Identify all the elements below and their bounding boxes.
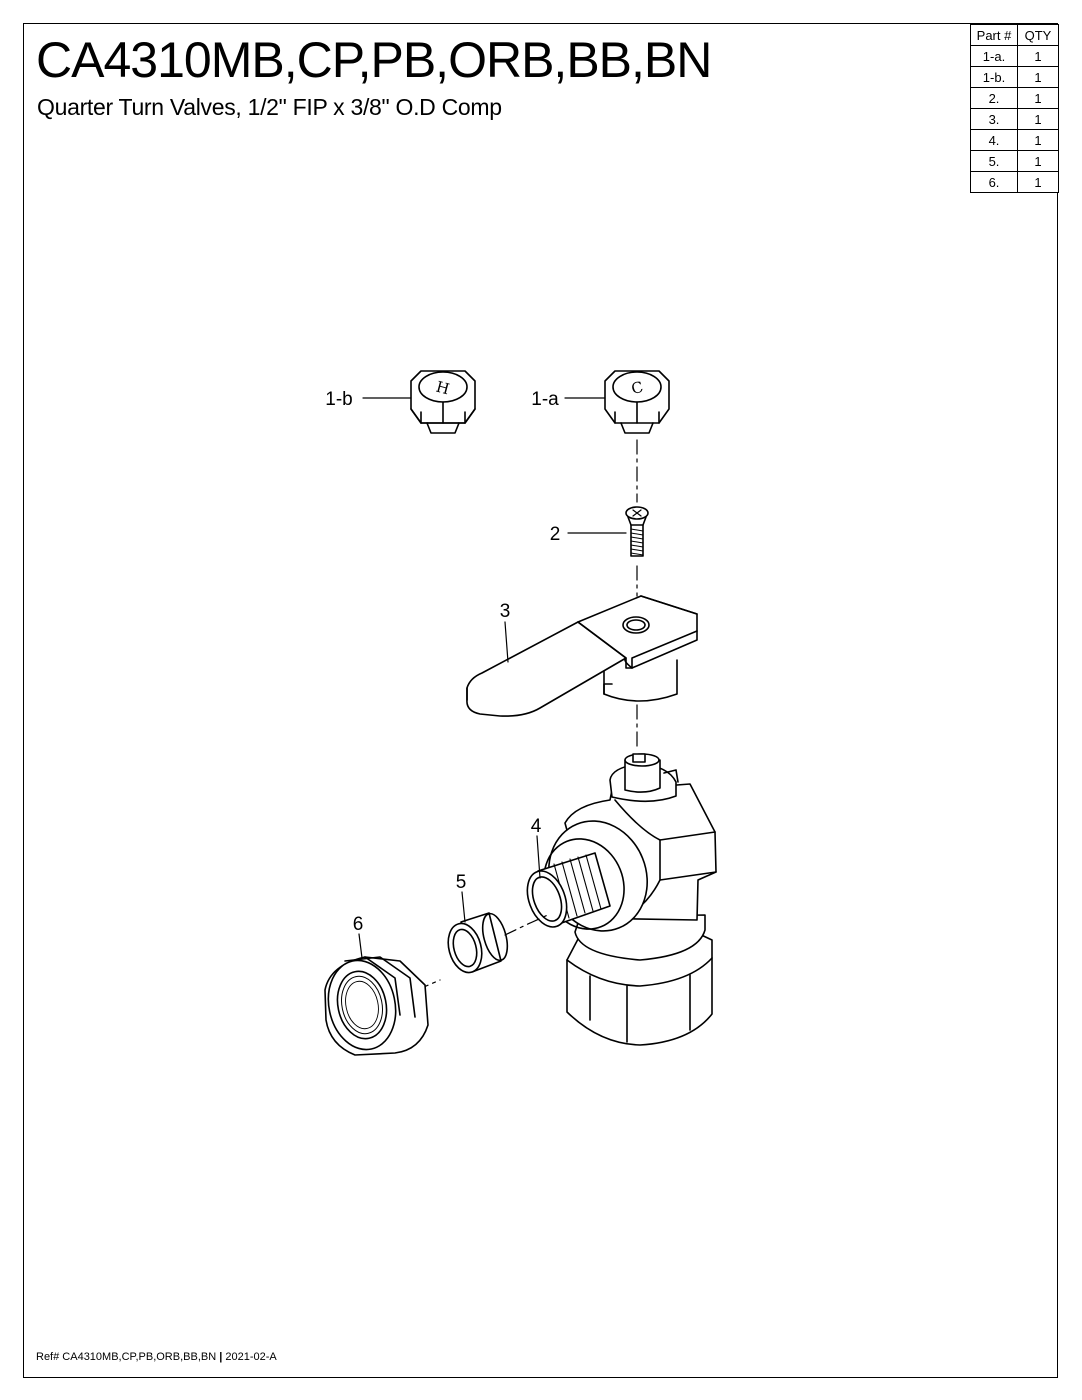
compression-nut — [324, 956, 429, 1056]
footer-ref: Ref# CA4310MB,CP,PB,ORB,BB,BN — [36, 1351, 217, 1363]
callout-1a: 1-a — [531, 389, 559, 410]
callout-1b: 1-b — [325, 389, 352, 410]
callout-4: 4 — [531, 816, 542, 837]
page-title: CA4310MB,CP,PB,ORB,BB,BN — [36, 32, 712, 88]
parts-table: Part # QTY 1-a. 1 1-b. 1 2. 1 3. 1 4. 1 … — [970, 24, 1059, 193]
callout-6: 6 — [353, 914, 364, 935]
screw — [625, 506, 649, 557]
qty-cell: 1 — [1017, 171, 1059, 193]
hot-cap-letter: H — [434, 378, 451, 399]
callout-5: 5 — [456, 872, 467, 893]
callout-3: 3 — [500, 601, 511, 622]
hot-cap: H — [410, 370, 476, 434]
leader-6 — [358, 933, 363, 959]
part-number-cell: 6. — [970, 171, 1018, 193]
leader-lines — [358, 397, 627, 959]
leader-5 — [461, 891, 466, 923]
footer-revision: 2021-02-A — [225, 1351, 277, 1363]
column-header-qty: QTY — [1017, 24, 1059, 46]
table-row: 1-a. 1 — [970, 45, 1059, 67]
cold-cap: C — [604, 370, 670, 434]
table-row: 3. 1 — [970, 108, 1059, 130]
table-row: 6. 1 — [970, 171, 1059, 193]
valve-body — [526, 753, 717, 1046]
leader-3 — [504, 621, 509, 663]
compression-sleeve — [447, 912, 509, 974]
footer: Ref# CA4310MB,CP,PB,ORB,BB,BN | 2021-02-… — [36, 1351, 277, 1363]
page-subtitle: Quarter Turn Valves, 1/2" FIP x 3/8" O.D… — [37, 94, 502, 120]
cold-cap-letter: C — [629, 378, 645, 398]
leader-4 — [536, 835, 541, 879]
table-row: 4. 1 — [970, 129, 1059, 151]
lever-handle — [466, 595, 698, 717]
drawing-frame — [23, 23, 1058, 1378]
table-row: 1-b. 1 — [970, 66, 1059, 88]
callout-2: 2 — [550, 524, 561, 545]
footer-separator: | — [216, 1351, 226, 1363]
